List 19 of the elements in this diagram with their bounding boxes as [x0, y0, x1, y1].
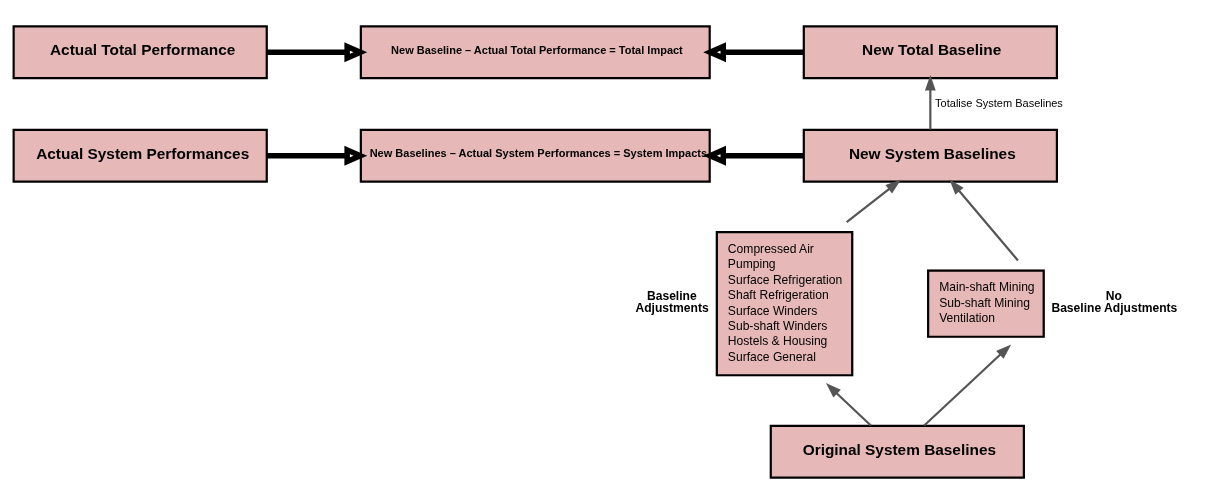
node-box: Original System Baselines — [769, 424, 1025, 479]
node-box: Actual Total Performance — [12, 25, 268, 80]
arrow — [703, 42, 804, 63]
node-box: New System Baselines — [802, 128, 1058, 183]
arrow — [703, 145, 804, 166]
node-box: New Baselines – Actual System Performances = System Impacts — [359, 128, 711, 183]
arrow — [845, 179, 901, 223]
edge-label: Totalise System Baselines — [935, 96, 1063, 109]
node-label: Baseline Adjustments — [635, 289, 709, 316]
arrow — [267, 42, 368, 63]
arrow — [923, 344, 1012, 427]
node-box: New Baseline – Actual Total Performance = Total Impact — [359, 25, 711, 80]
arrow — [267, 145, 368, 166]
node-label: No Baseline Adjustments — [1051, 289, 1178, 316]
node-box: New Total Baseline — [802, 25, 1058, 80]
arrow — [825, 383, 872, 427]
arrow — [924, 75, 936, 130]
arrow — [949, 179, 1019, 262]
node-box: Actual System Performances — [12, 128, 268, 183]
